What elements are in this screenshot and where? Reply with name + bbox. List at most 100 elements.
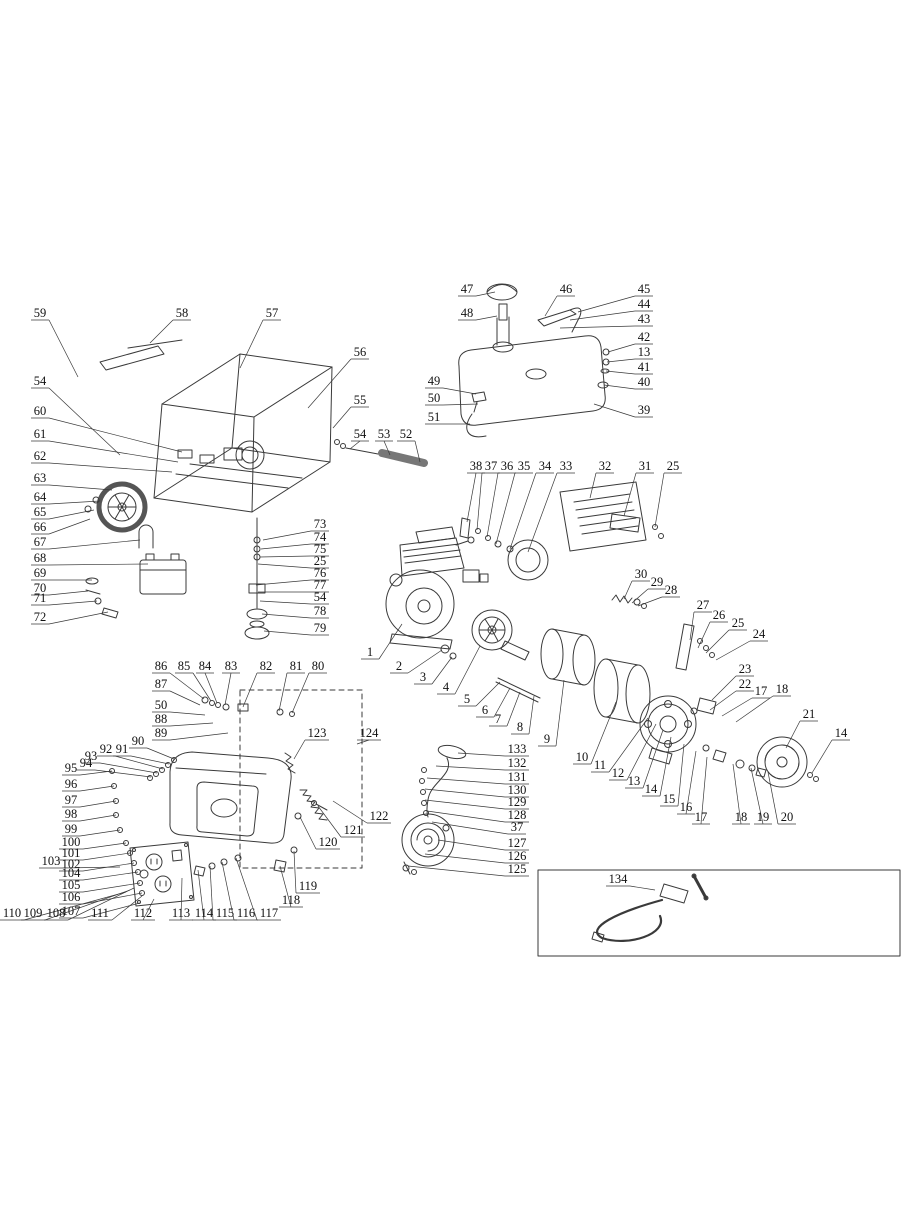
svg-text:37: 37 <box>485 459 498 473</box>
svg-text:132: 132 <box>508 756 527 770</box>
svg-text:98: 98 <box>65 807 78 821</box>
wheel <box>84 481 148 533</box>
part-label-32: 32 <box>589 459 614 499</box>
svg-text:18: 18 <box>735 810 748 824</box>
svg-text:15: 15 <box>663 792 676 806</box>
fuel-cap <box>486 283 518 301</box>
svg-text:9: 9 <box>544 732 550 746</box>
large-spring <box>299 789 328 821</box>
part-label-27: 27 <box>689 598 712 641</box>
svg-text:44: 44 <box>638 297 651 311</box>
part-label-81: 81 <box>278 659 305 712</box>
svg-text:118: 118 <box>282 893 300 907</box>
part-label-109: 109 <box>21 889 131 921</box>
part-label-129: 129 <box>424 795 529 810</box>
svg-text:69: 69 <box>34 566 47 580</box>
svg-text:24: 24 <box>753 627 766 641</box>
svg-text:97: 97 <box>65 793 78 807</box>
part-label-54: 54 <box>31 374 121 456</box>
svg-text:126: 126 <box>508 849 527 863</box>
part-label-3: 3 <box>414 656 453 685</box>
svg-text:58: 58 <box>176 306 189 320</box>
svg-text:25: 25 <box>732 616 745 630</box>
u-bolt <box>138 524 154 549</box>
svg-text:5: 5 <box>464 692 470 706</box>
svg-text:13: 13 <box>628 774 641 788</box>
svg-text:124: 124 <box>360 726 380 740</box>
part-label-76: 76 <box>255 566 329 586</box>
part-label-101: 101 <box>59 846 131 861</box>
left-small-hardware <box>85 577 119 619</box>
axle-nut <box>84 505 92 513</box>
rear-cover <box>559 481 664 552</box>
svg-text:51: 51 <box>428 410 441 424</box>
crankcase <box>385 569 455 639</box>
svg-text:115: 115 <box>216 906 234 920</box>
part-label-74: 74 <box>260 530 329 550</box>
part-label-47: 47 <box>458 282 496 297</box>
svg-text:133: 133 <box>508 742 527 756</box>
part-label-42: 42 <box>607 330 653 353</box>
rotor-shaft <box>500 640 530 661</box>
svg-text:111: 111 <box>91 906 109 920</box>
svg-text:1: 1 <box>367 645 373 659</box>
part-label-19: 19 <box>750 767 772 825</box>
part-label-67: 67 <box>31 535 141 550</box>
svg-text:66: 66 <box>34 520 47 534</box>
svg-text:79: 79 <box>314 621 327 635</box>
part-label-120: 120 <box>299 816 340 850</box>
svg-text:96: 96 <box>65 777 78 791</box>
svg-text:21: 21 <box>803 707 816 721</box>
part-label-25: 25 <box>257 554 329 569</box>
part-label-50: 50 <box>425 391 479 406</box>
svg-text:75: 75 <box>314 542 327 556</box>
svg-text:45: 45 <box>638 282 651 296</box>
rotor-nut <box>440 644 450 654</box>
part-label-89: 89 <box>152 726 229 741</box>
part-label-17: 17 <box>721 684 770 717</box>
part-label-99: 99 <box>62 822 121 837</box>
svg-text:110: 110 <box>3 906 21 920</box>
part-label-31: 31 <box>623 459 654 517</box>
svg-text:17: 17 <box>755 684 768 698</box>
svg-text:12: 12 <box>612 766 625 780</box>
part-label-133: 133 <box>457 742 529 757</box>
svg-text:30: 30 <box>635 567 648 581</box>
part-label-64: 64 <box>31 490 101 505</box>
part-label-2: 2 <box>390 649 443 674</box>
svg-text:34: 34 <box>539 459 552 473</box>
part-label-100: 100 <box>59 835 127 850</box>
svg-text:76: 76 <box>314 566 327 580</box>
handle-grip <box>378 449 428 467</box>
svg-text:63: 63 <box>34 471 47 485</box>
svg-text:82: 82 <box>260 659 273 673</box>
tool-kit-box <box>537 869 901 957</box>
svg-text:134: 134 <box>609 872 629 886</box>
svg-text:54: 54 <box>314 590 327 604</box>
part-label-112: 112 <box>131 898 155 921</box>
svg-text:6: 6 <box>482 703 488 717</box>
valve-cover <box>415 526 456 544</box>
spark-plug <box>467 536 475 544</box>
svg-text:20: 20 <box>781 810 794 824</box>
svg-text:37: 37 <box>511 820 524 834</box>
part-label-83: 83 <box>222 659 240 706</box>
svg-text:80: 80 <box>312 659 325 673</box>
part-label-25: 25 <box>654 459 682 528</box>
part-label-11: 11 <box>591 717 649 773</box>
part-label-25: 25 <box>705 616 747 654</box>
svg-text:125: 125 <box>508 862 527 876</box>
circuit-breaker <box>139 869 149 879</box>
axle-washer <box>92 496 100 504</box>
svg-text:56: 56 <box>354 345 367 359</box>
svg-text:100: 100 <box>62 835 81 849</box>
part-label-93: 93 <box>82 749 158 774</box>
part-label-94: 94 <box>77 756 152 778</box>
panel-switch <box>171 849 183 862</box>
part-label-62: 62 <box>31 449 173 473</box>
alternator-housing <box>593 658 651 724</box>
svg-text:129: 129 <box>508 795 527 809</box>
